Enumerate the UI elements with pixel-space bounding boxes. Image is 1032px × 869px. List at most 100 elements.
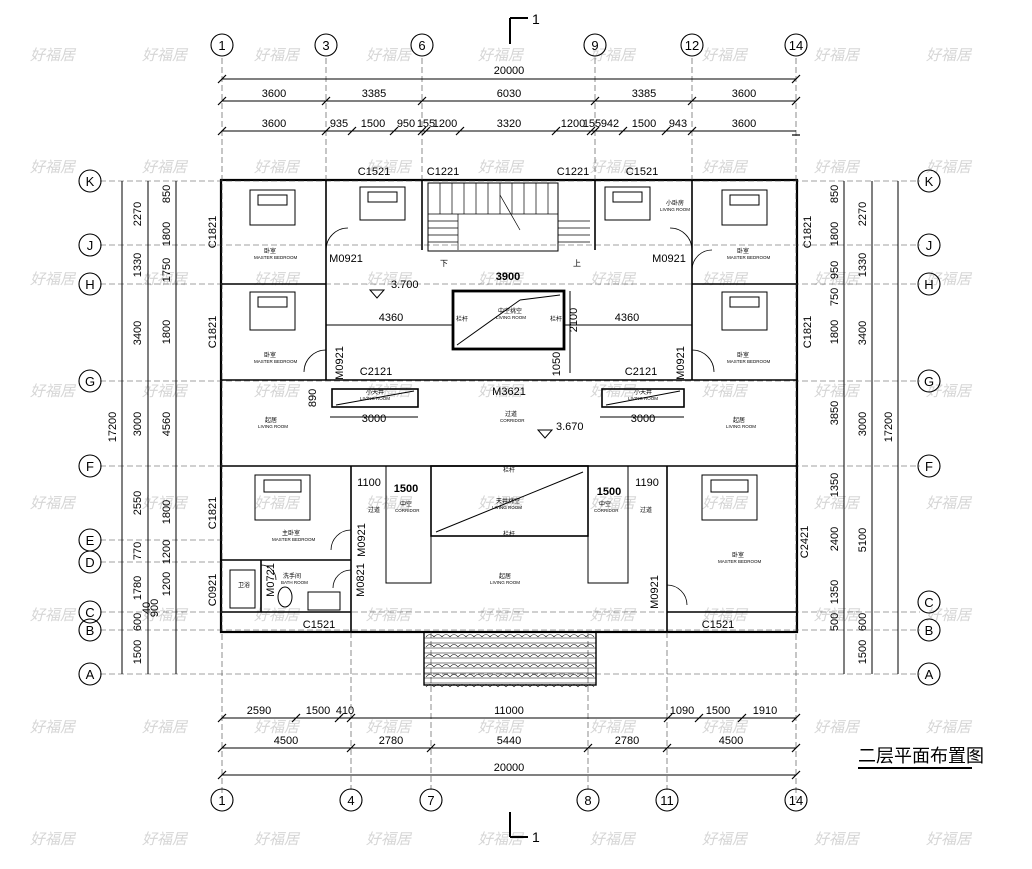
- room-name-cn: 小天井: [634, 388, 652, 396]
- room-name-cn: 卧室: [264, 247, 276, 255]
- room-name-cn: 中空: [599, 500, 611, 508]
- grid-label-top: 6: [418, 38, 425, 53]
- dimension-text: 155: [417, 118, 435, 130]
- watermark-text: 好福居: [254, 494, 301, 512]
- watermark-text: 好福居: [926, 606, 973, 624]
- watermark-text: 好福居: [478, 606, 525, 624]
- room-name-en: LIVING ROOM: [490, 580, 520, 585]
- dimension-text: 2590: [247, 705, 271, 717]
- dimension-text: 2100: [568, 308, 580, 332]
- watermark-text: 好福居: [478, 46, 525, 64]
- dimension-text: 850: [829, 185, 841, 203]
- room-name-cn: 栏杆: [550, 315, 562, 323]
- dimension-text: 17200: [107, 412, 119, 443]
- watermark-text: 好福居: [30, 270, 77, 288]
- window-label: C1821: [802, 316, 814, 348]
- dimension-text: 2400: [829, 527, 841, 551]
- room-name-en: LIVING ROOM: [258, 424, 288, 429]
- dimension-text: 942: [601, 118, 619, 130]
- grid-label-right: A: [925, 667, 934, 682]
- dimension-text: 1800: [829, 222, 841, 246]
- dimension-text: 40: [141, 602, 153, 614]
- door-label: M0921: [652, 253, 686, 265]
- room-name-en: MASTER BEDROOM: [727, 359, 771, 364]
- grid-label-right: C: [924, 595, 933, 610]
- room-name-en: LIVING ROOM: [628, 396, 658, 401]
- watermark-text: 好福居: [142, 158, 189, 176]
- drawing-title: 二层平面布置图: [858, 746, 984, 767]
- grid-label-left: A: [86, 667, 95, 682]
- window-label: C1221: [427, 166, 459, 178]
- room-name-cn: 栏杆: [456, 315, 468, 323]
- dimension-text: 3900: [496, 271, 520, 283]
- room-name-en: MASTER BEDROOM: [272, 537, 316, 542]
- door-label: M0921: [334, 346, 346, 380]
- dimension-text: 935: [330, 118, 348, 130]
- watermark-layer: 好福居好福居好福居好福居好福居好福居好福居好福居好福居好福居好福居好福居好福居好…: [30, 46, 973, 848]
- watermark-text: 好福居: [702, 494, 749, 512]
- watermark-text: 好福居: [478, 494, 525, 512]
- dimension-text: 3000: [631, 413, 655, 425]
- window-label: C1821: [802, 216, 814, 248]
- watermark-text: 好福居: [478, 270, 525, 288]
- grid-label-left: G: [85, 374, 95, 389]
- dimension-text: 3600: [262, 118, 286, 130]
- grid-bubbles: [78, 33, 941, 812]
- watermark-text: 好福居: [814, 606, 861, 624]
- dimension-text: 2270: [132, 202, 144, 226]
- dimension-text: 3400: [857, 321, 869, 345]
- watermark-text: 好福居: [702, 830, 749, 848]
- dimension-text: 1330: [132, 253, 144, 277]
- dimension-text: 1190: [635, 477, 659, 489]
- watermark-text: 好福居: [926, 830, 973, 848]
- dimension-text: 1200: [161, 540, 173, 564]
- door-label: M0921: [356, 523, 368, 557]
- grid-label-left: F: [86, 459, 94, 474]
- watermark-text: 好福居: [814, 46, 861, 64]
- grid-label-left: K: [86, 174, 95, 189]
- room-name-cn: 栏杆: [503, 530, 515, 538]
- window-label: C0921: [207, 574, 219, 606]
- section-mark-top: 1: [532, 11, 540, 27]
- dimension-text: 3400: [132, 321, 144, 345]
- window-label: C1221: [557, 166, 589, 178]
- dimension-text: 3000: [857, 412, 869, 436]
- dimension-text: 5440: [497, 735, 521, 747]
- watermark-text: 好福居: [926, 718, 973, 736]
- watermark-text: 好福居: [142, 606, 189, 624]
- dimension-text: 1750: [161, 258, 173, 282]
- window-label: C1821: [207, 216, 219, 248]
- room-name-cn: 中空挑空: [498, 307, 522, 315]
- grid-label-left: D: [85, 555, 94, 570]
- dimension-text: 2780: [379, 735, 403, 747]
- watermark-text: 好福居: [142, 830, 189, 848]
- watermark-text: 好福居: [478, 718, 525, 736]
- dimension-text: 1200: [161, 572, 173, 596]
- door-label: M0721: [265, 563, 277, 597]
- stair-down-label: 下: [440, 259, 448, 268]
- dimension-text: 20000: [494, 762, 525, 774]
- dimension-text: 2780: [615, 735, 639, 747]
- room-name-cn: 起居: [499, 572, 511, 580]
- dimension-text: 600: [132, 613, 144, 631]
- dimension-text: 1800: [829, 320, 841, 344]
- grid-label-left: B: [86, 623, 95, 638]
- room-name-en: MASTER BEDROOM: [718, 559, 762, 564]
- watermark-text: 好福居: [814, 158, 861, 176]
- window-label: C2421: [799, 526, 811, 558]
- watermark-text: 好福居: [142, 494, 189, 512]
- watermark-text: 好福居: [590, 158, 637, 176]
- door-label: M0921: [675, 346, 687, 380]
- watermark-text: 好福居: [926, 158, 973, 176]
- grid-label-right: F: [925, 459, 933, 474]
- watermark-text: 好福居: [366, 270, 413, 288]
- watermark-text: 好福居: [590, 494, 637, 512]
- room-name-en: LIVING ROOM: [496, 315, 526, 320]
- room-name-cn: 过道: [640, 506, 652, 514]
- watermark-text: 好福居: [366, 382, 413, 400]
- watermark-text: 好福居: [30, 494, 77, 512]
- room-name-cn: 洗手间: [283, 572, 301, 580]
- watermark-text: 好福居: [814, 382, 861, 400]
- dimension-text: 1200: [561, 118, 585, 130]
- watermark-text: 好福居: [814, 270, 861, 288]
